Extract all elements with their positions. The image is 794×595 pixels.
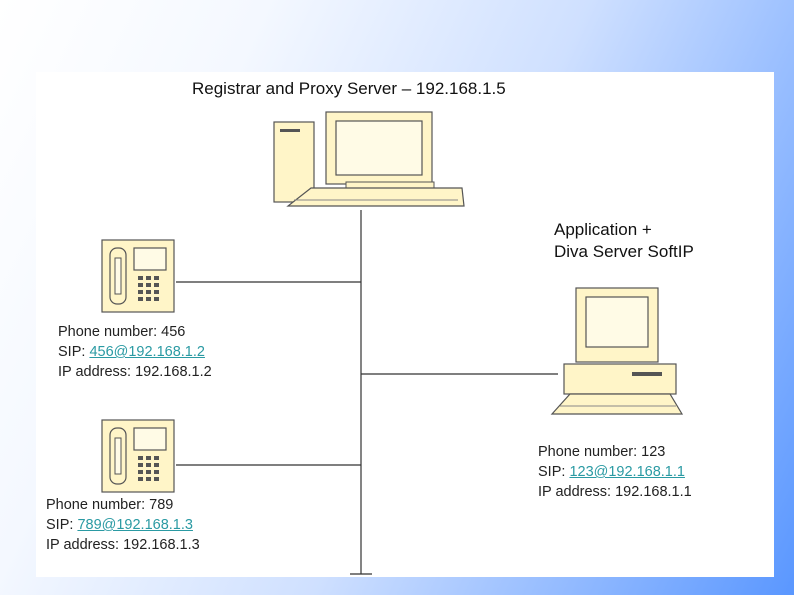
network-diagram: [101, 111, 684, 575]
phone-789-icon: [101, 419, 175, 493]
phone-456-number: Phone number: 456: [58, 324, 186, 340]
phone-456-sip: SIP: 456@192.168.1.2: [58, 342, 212, 362]
phone-789-info: Phone number: 789 SIP: 789@192.168.1.3 I…: [46, 495, 200, 555]
application-label-line1: Application +: [554, 220, 652, 239]
app-pc-number: Phone number: 123: [538, 444, 666, 460]
phone-789-number: Phone number: 789: [46, 497, 174, 513]
phone-789-sip: SIP: 789@192.168.1.3: [46, 515, 200, 535]
app-pc-info: Phone number: 123 SIP: 123@192.168.1.1 I…: [538, 442, 692, 502]
application-pc-icon: [550, 287, 684, 415]
diagram-panel: Registrar and Proxy Server – 192.168.1.5…: [36, 72, 774, 577]
sip-prefix: SIP:: [46, 517, 78, 533]
phone-456-info: Phone number: 456 SIP: 456@192.168.1.2 I…: [58, 322, 212, 382]
sip-prefix: SIP:: [58, 344, 90, 360]
app-pc-sip: SIP: 123@192.168.1.1: [538, 462, 692, 482]
phone-456-ip: IP address: 192.168.1.2: [58, 364, 212, 380]
server-title: Registrar and Proxy Server – 192.168.1.5: [192, 79, 506, 98]
sip-prefix: SIP:: [538, 464, 570, 480]
application-label-line2: Diva Server SoftIP: [554, 242, 694, 261]
app-pc-sip-link[interactable]: 123@192.168.1.1: [569, 464, 685, 480]
phone-456-sip-link[interactable]: 456@192.168.1.2: [89, 344, 205, 360]
app-pc-ip: IP address: 192.168.1.1: [538, 484, 692, 500]
server-computer-icon: [273, 111, 465, 207]
application-label: Application + Diva Server SoftIP: [554, 219, 694, 263]
phone-789-sip-link[interactable]: 789@192.168.1.3: [77, 517, 193, 533]
phone-456-icon: [101, 239, 175, 313]
phone-789-ip: IP address: 192.168.1.3: [46, 537, 200, 553]
